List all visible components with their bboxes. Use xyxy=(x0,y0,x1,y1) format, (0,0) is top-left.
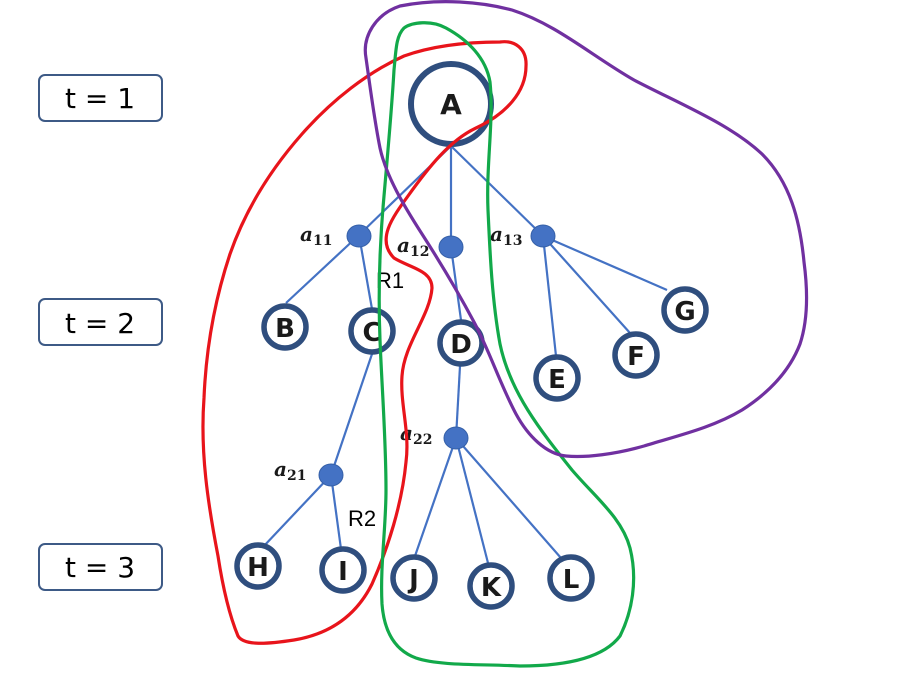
node-label: L xyxy=(563,565,580,595)
edge-C-a21 xyxy=(329,353,374,476)
time-step-label: t = 3 xyxy=(65,551,135,584)
edge-a11-B xyxy=(285,234,360,304)
node-label: G xyxy=(674,297,695,327)
region-red-outline xyxy=(201,40,528,645)
node-label: D xyxy=(450,330,472,360)
edge-a12-D xyxy=(449,246,463,321)
node-J: J xyxy=(390,554,438,602)
time-step-label: t = 2 xyxy=(65,307,135,340)
node-A: A xyxy=(408,61,494,147)
node-label: B xyxy=(275,314,295,344)
edge-a22-L xyxy=(455,437,562,559)
node-B: B xyxy=(261,303,309,351)
node-label: I xyxy=(338,557,348,587)
edge-a13-G xyxy=(542,234,668,292)
action-labels: a11 a12 a13 a21 a22 xyxy=(274,222,522,484)
node-label: J xyxy=(407,565,419,595)
action-label-a11: a11 xyxy=(300,222,332,249)
action-dot-a13 xyxy=(530,224,556,248)
edge-A-a13 xyxy=(450,145,544,237)
node-L: L xyxy=(547,554,595,602)
edge-a21-H xyxy=(262,474,332,548)
node-I: I xyxy=(319,546,367,594)
edge-a13-E xyxy=(541,235,558,357)
edges xyxy=(262,145,668,564)
edge-D-a22 xyxy=(454,365,462,439)
time-step-t3: t = 3 xyxy=(38,543,163,591)
action-dot-a21 xyxy=(318,463,344,487)
node-K: K xyxy=(467,562,515,610)
action-label-a13: a13 xyxy=(490,222,522,249)
edge-a13-F xyxy=(542,235,631,334)
node-H: H xyxy=(234,542,282,590)
action-dot-a11 xyxy=(346,224,372,248)
region-purple-outline xyxy=(363,0,809,459)
edge-a21-I xyxy=(329,474,343,550)
node-label: A xyxy=(440,88,462,121)
node-G: G xyxy=(661,286,709,334)
node-F: F xyxy=(612,331,660,379)
action-label-a21: a21 xyxy=(274,457,306,484)
lasso-regions xyxy=(201,0,809,668)
edge-label-r2: R2 xyxy=(348,506,376,531)
edge-a22-K xyxy=(454,437,490,564)
state-nodes: A B C D E F G H xyxy=(234,61,709,610)
action-label-a12: a12 xyxy=(397,233,429,260)
node-label: H xyxy=(247,553,269,583)
region-green-outline xyxy=(377,21,636,668)
time-step-label: t = 1 xyxy=(65,82,135,115)
node-label: K xyxy=(481,573,502,603)
node-label: E xyxy=(548,365,566,395)
time-step-t2: t = 2 xyxy=(38,298,163,346)
time-step-t1: t = 1 xyxy=(38,74,163,122)
action-dot-a12 xyxy=(438,235,464,259)
node-D: D xyxy=(437,319,485,367)
node-E: E xyxy=(533,354,581,402)
action-dot-a22 xyxy=(443,426,469,450)
action-nodes xyxy=(318,224,556,487)
node-label: C xyxy=(362,318,381,348)
edge-a22-J xyxy=(413,437,458,557)
node-C: C xyxy=(348,307,396,355)
node-label: F xyxy=(627,342,645,372)
